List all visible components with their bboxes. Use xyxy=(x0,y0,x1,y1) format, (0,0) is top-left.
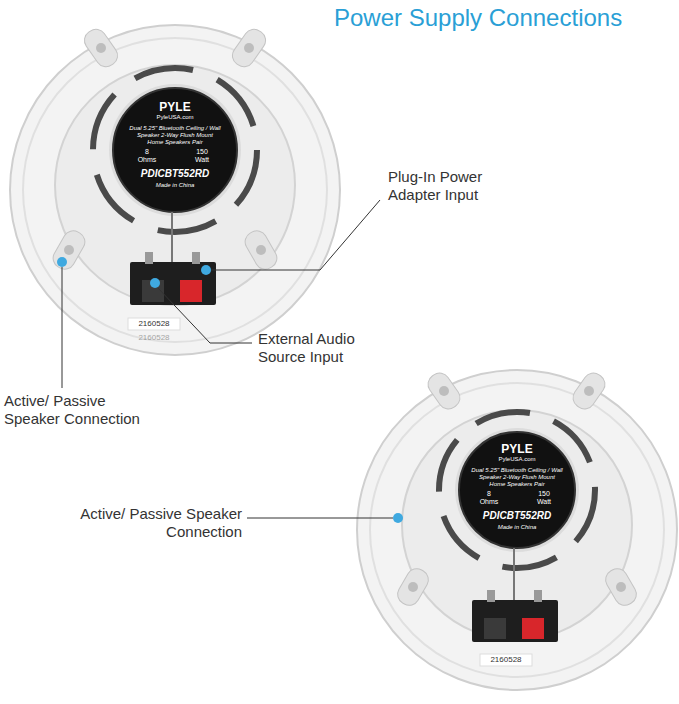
model-number: PDICBT552RD xyxy=(473,510,561,522)
callout-label: Plug-In Power Adapter Input xyxy=(388,168,510,204)
speaker-2 xyxy=(357,369,677,690)
callout-label: Active/ Passive Speaker Connection xyxy=(4,392,154,428)
title: Power Supply Connections xyxy=(334,4,674,33)
callout-label: External Audio Source Input xyxy=(258,330,380,366)
leader-lines xyxy=(62,200,393,518)
power-rating: 150 Watt xyxy=(189,148,215,165)
serial-sticker: 2160528 xyxy=(130,333,178,343)
callout-label: Active/ Passive Speaker Connection xyxy=(80,505,242,541)
origin-note: Made in China xyxy=(477,524,557,531)
power-rating: 150 Watt xyxy=(531,490,557,507)
speaker-1 xyxy=(10,25,340,355)
product-description: Dual 5.25" Bluetooth Ceiling / Wall Spea… xyxy=(471,467,563,489)
serial-sticker: 2160528 xyxy=(482,655,530,665)
serial-sticker: 2160528 xyxy=(130,319,178,329)
impedance-rating: 8 Ohms xyxy=(477,490,501,507)
origin-note: Made in China xyxy=(135,182,215,189)
callout-dots xyxy=(57,257,403,523)
product-description: Dual 5.25" Bluetooth Ceiling / Wall Spea… xyxy=(129,125,221,147)
brand-logo: PYLE xyxy=(477,442,557,456)
brand-logo: PYLE xyxy=(135,100,215,114)
brand-url: PyleUSA.com xyxy=(477,456,557,463)
model-number: PDICBT552RD xyxy=(131,168,219,180)
brand-url: PyleUSA.com xyxy=(135,114,215,121)
impedance-rating: 8 Ohms xyxy=(135,148,159,165)
